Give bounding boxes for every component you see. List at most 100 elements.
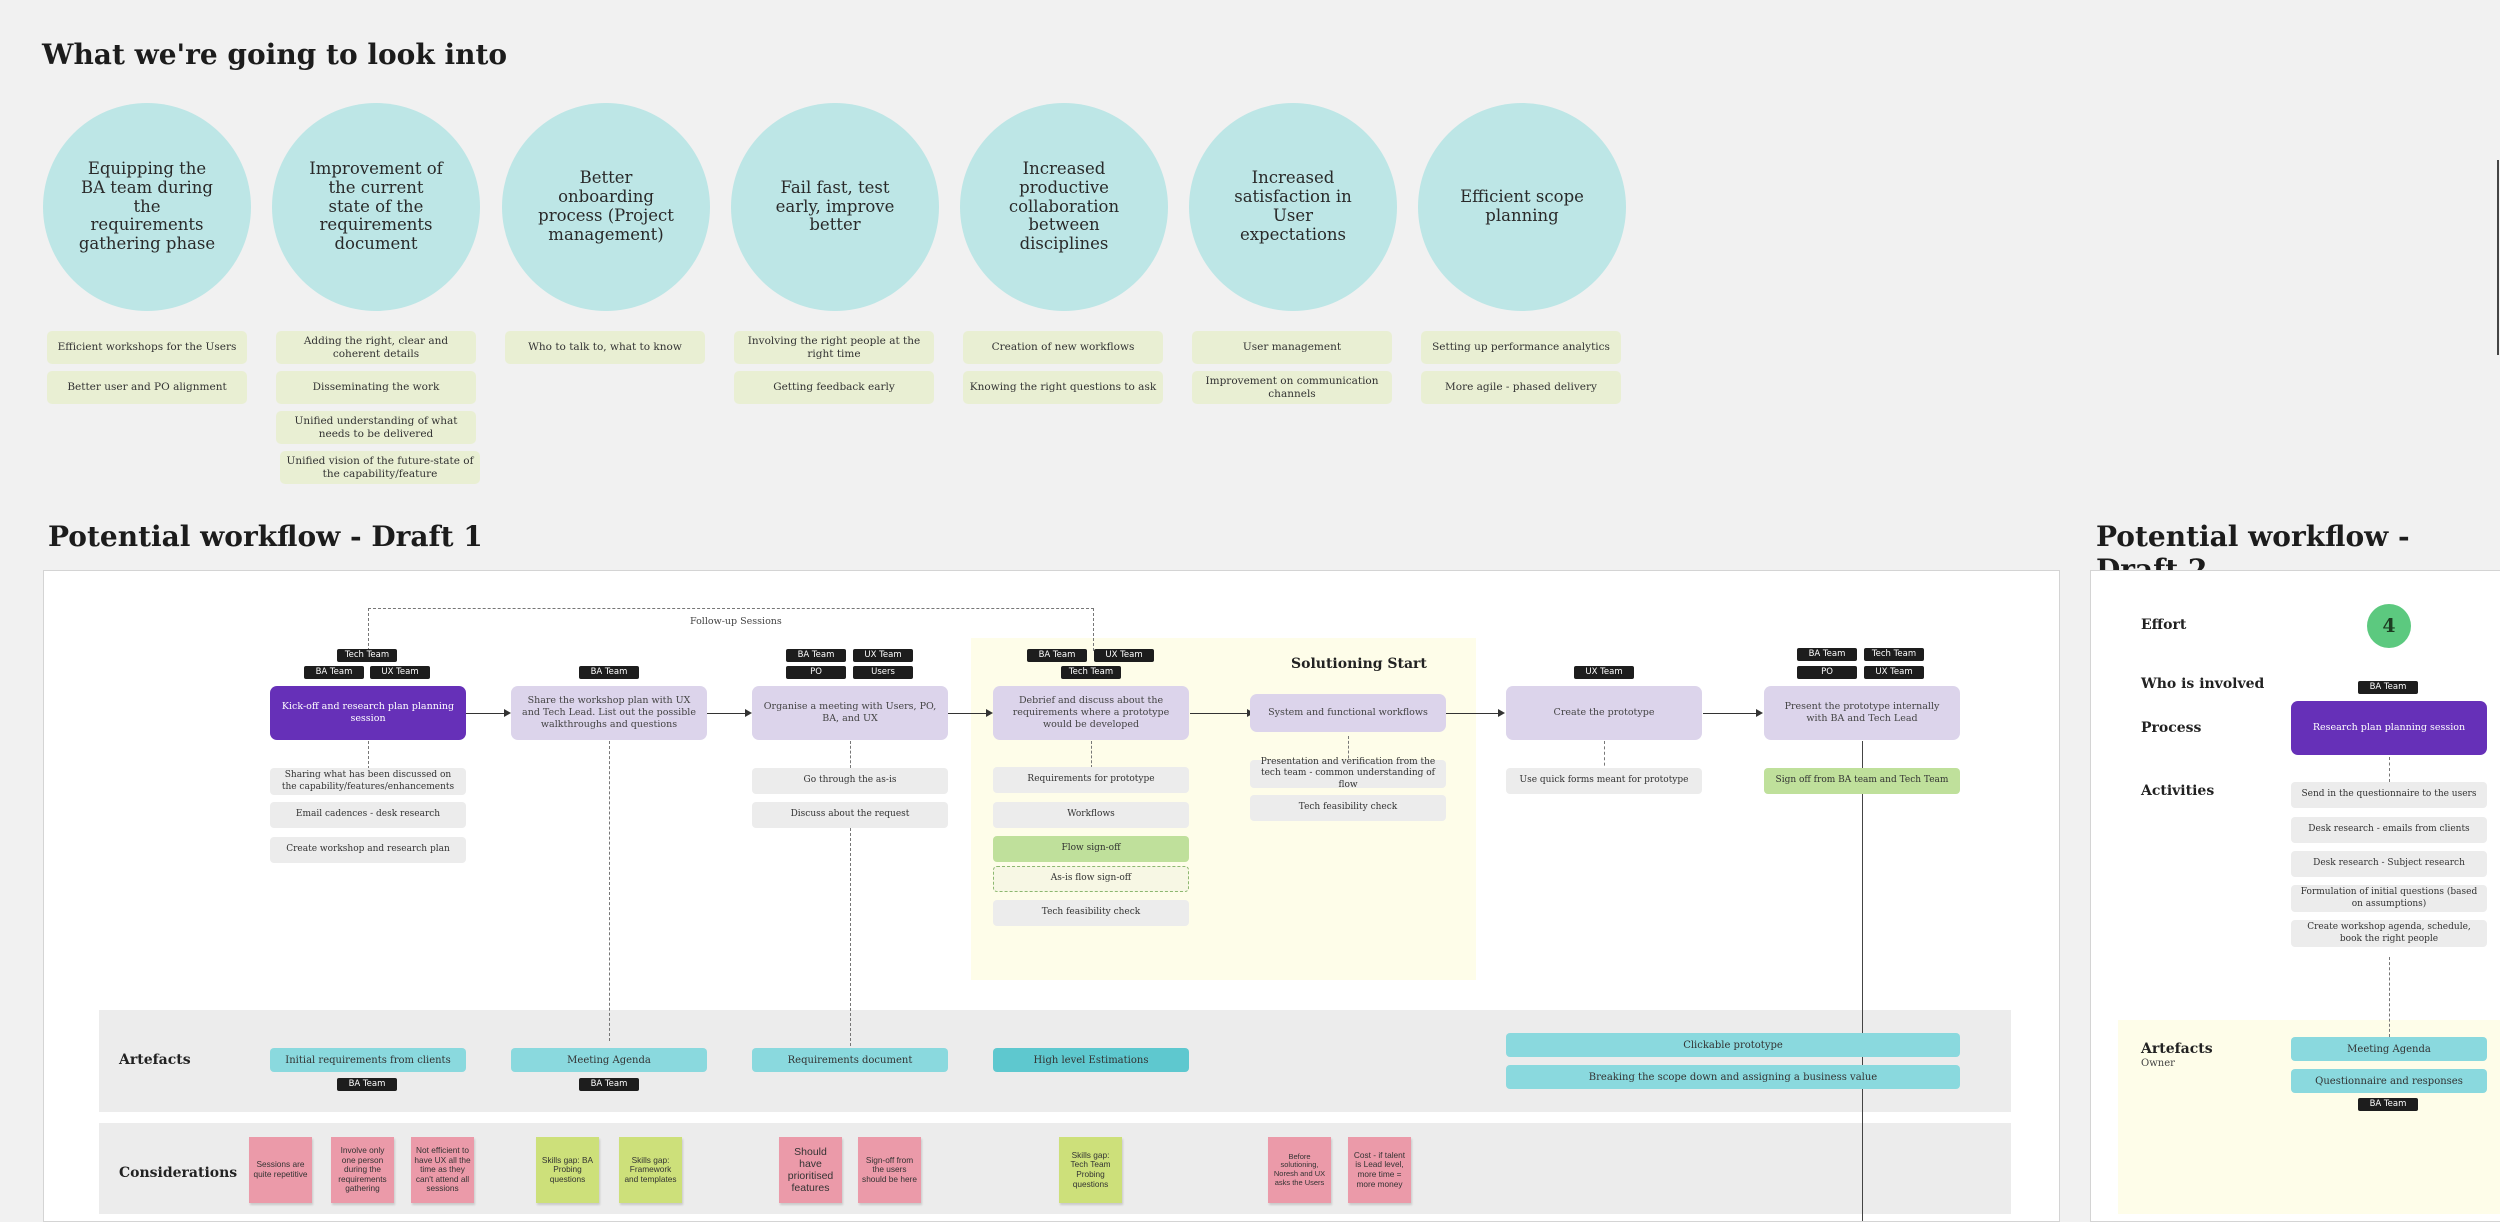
process-step-1[interactable]: Kick-off and research plan planning sess… [270,686,466,740]
process-step-3[interactable]: Organise a meeting with Users, PO, BA, a… [752,686,948,740]
team-tag: PO [786,666,846,679]
activity-item[interactable]: Desk research - Subject research [2291,851,2487,877]
activity-item[interactable]: Formulation of initial questions (based … [2291,885,2487,912]
team-tag: UX Team [370,666,430,679]
flow-arrow [466,713,504,714]
connector-line [609,741,610,1041]
connector-line [2389,957,2390,1037]
goal-item[interactable]: Unified vision of the future-state of th… [280,451,480,484]
process-step-2[interactable]: Share the workshop plan with UX and Tech… [511,686,707,740]
activity-item[interactable]: Tech feasibility check [993,900,1189,926]
flow-arrow [1703,713,1756,714]
activity-item[interactable]: Presentation and verification from the t… [1250,757,1446,790]
activity-item[interactable]: Send in the questionnaire to the users [2291,782,2487,808]
arrow-head-icon [1498,709,1505,717]
goal-item[interactable]: Knowing the right questions to ask [963,371,1163,404]
consideration-sticky[interactable]: Skills gap: Framework and templates [619,1137,682,1203]
consideration-sticky[interactable]: Should have prioritised features [779,1137,842,1203]
owner-label: Owner [2141,1058,2175,1069]
artefact-item[interactable]: Requirements document [752,1048,948,1072]
activity-item[interactable]: Workflows [993,802,1189,828]
activity-item[interactable]: Requirements for prototype [993,767,1189,793]
team-tag: UX Team [1094,649,1154,662]
goal-item[interactable]: Adding the right, clear and coherent det… [276,331,476,364]
goal-item[interactable]: Who to talk to, what to know [505,331,705,364]
goal-item[interactable]: Unified understanding of what needs to b… [276,411,476,444]
goal-item[interactable]: More agile - phased delivery [1421,371,1621,404]
goal-item[interactable]: Getting feedback early [734,371,934,404]
goal-item[interactable]: Involving the right people at the right … [734,331,934,364]
artefact-item[interactable]: Questionnaire and responses [2291,1069,2487,1093]
artefact-item[interactable]: Initial requirements from clients [270,1048,466,1072]
goal-circle-3[interactable]: Better onboarding process (Project manag… [502,103,710,311]
goal-circle-6[interactable]: Increased satisfaction in User expectati… [1189,103,1397,311]
consideration-sticky[interactable]: Sign-off from the users should be here [858,1137,921,1203]
activity-item[interactable]: Desk research - emails from clients [2291,817,2487,843]
consideration-sticky[interactable]: Skills gap: Tech Team Probing questions [1059,1137,1122,1203]
activity-item[interactable]: Go through the as-is [752,768,948,794]
goal-circle-4[interactable]: Fail fast, test early, improve better [731,103,939,311]
goal-circle-5[interactable]: Increased productive collaboration betwe… [960,103,1168,311]
artefact-item-estimations[interactable]: High level Estimations [993,1048,1189,1072]
effort-badge[interactable]: 4 [2367,604,2411,648]
process-step-7[interactable]: Present the prototype internally with BA… [1764,686,1960,740]
process-step-4[interactable]: Debrief and discuss about the requiremen… [993,686,1189,740]
team-tag: UX Team [853,649,913,662]
consideration-sticky[interactable]: Not efficient to have UX all the time as… [411,1137,474,1203]
team-tag: BA Team [1797,648,1857,661]
activity-item-signoff[interactable]: Sign off from BA team and Tech Team [1764,768,1960,794]
team-tag: UX Team [1574,666,1634,679]
arrow-head-icon [745,709,752,717]
goal-circle-1[interactable]: Equipping the BA team during the require… [43,103,251,311]
draft2-artefacts-label: Artefacts [2141,1041,2213,1057]
followup-loop [368,608,1094,651]
process-step-6[interactable]: Create the prototype [1506,686,1702,740]
activity-item[interactable]: Tech feasibility check [1250,795,1446,821]
arrow-head-icon [1756,709,1763,717]
goal-item[interactable]: Setting up performance analytics [1421,331,1621,364]
team-tag: Tech Team [1061,666,1121,679]
activity-item[interactable]: Create workshop and research plan [270,837,466,863]
solutioning-label: Solutioning Start [1291,656,1427,672]
consideration-sticky[interactable]: Skills gap: BA Probing questions [536,1137,599,1203]
team-tag: Tech Team [1864,648,1924,661]
artefact-item[interactable]: Clickable prototype [1506,1033,1960,1057]
activity-item[interactable]: Use quick forms meant for prototype [1506,768,1702,794]
goal-item[interactable]: Improvement on communication channels [1192,371,1392,404]
artefact-item[interactable]: Meeting Agenda [511,1048,707,1072]
goal-item[interactable]: Disseminating the work [276,371,476,404]
flow-arrow [707,713,745,714]
artefact-item[interactable]: Breaking the scope down and assigning a … [1506,1065,1960,1089]
who-involved-label: Who is involved [2141,676,2265,692]
activity-item[interactable]: Sharing what has been discussed on the c… [270,768,466,795]
draft2-title: Potential workflow - Draft 2 [2096,520,2410,586]
artefacts-label: Artefacts [119,1052,191,1068]
activity-item[interactable]: Discuss about the request [752,802,948,828]
activity-item-optional[interactable]: As-is flow sign-off [993,866,1189,892]
process-step-5[interactable]: System and functional workflows [1250,694,1446,732]
consideration-sticky[interactable]: Sessions are quite repetitive [249,1137,312,1203]
consideration-sticky[interactable]: Cost - if talent is Lead level, more tim… [1348,1137,1411,1203]
team-tag: Tech Team [337,649,397,662]
flow-arrow [1190,713,1247,714]
goal-circle-7[interactable]: Efficient scope planning [1418,103,1626,311]
activity-item[interactable]: Create workshop agenda, schedule, book t… [2291,920,2487,947]
goal-circle-2[interactable]: Improvement of the current state of the … [272,103,480,311]
goal-item[interactable]: Efficient workshops for the Users [47,331,247,364]
team-tag: BA Team [786,649,846,662]
team-tag: BA Team [579,666,639,679]
consideration-sticky[interactable]: Before solutioning, Noresh and UX asks t… [1268,1137,1331,1203]
effort-label: Effort [2141,617,2187,633]
draft2-process[interactable]: Research plan planning session [2291,701,2487,755]
owner-tag: BA Team [2358,1098,2418,1111]
consideration-sticky[interactable]: Involve only one person during the requi… [331,1137,394,1203]
draft1-title: Potential workflow - Draft 1 [48,520,483,553]
goal-item[interactable]: Creation of new workflows [963,331,1163,364]
goal-item[interactable]: User management [1192,331,1392,364]
activity-item[interactable]: Email cadences - desk research [270,802,466,828]
activity-item-signoff[interactable]: Flow sign-off [993,836,1189,862]
artefact-item[interactable]: Meeting Agenda [2291,1037,2487,1061]
page-title: What we're going to look into [42,38,508,71]
goal-item[interactable]: Better user and PO alignment [47,371,247,404]
arrow-head-icon [504,709,511,717]
